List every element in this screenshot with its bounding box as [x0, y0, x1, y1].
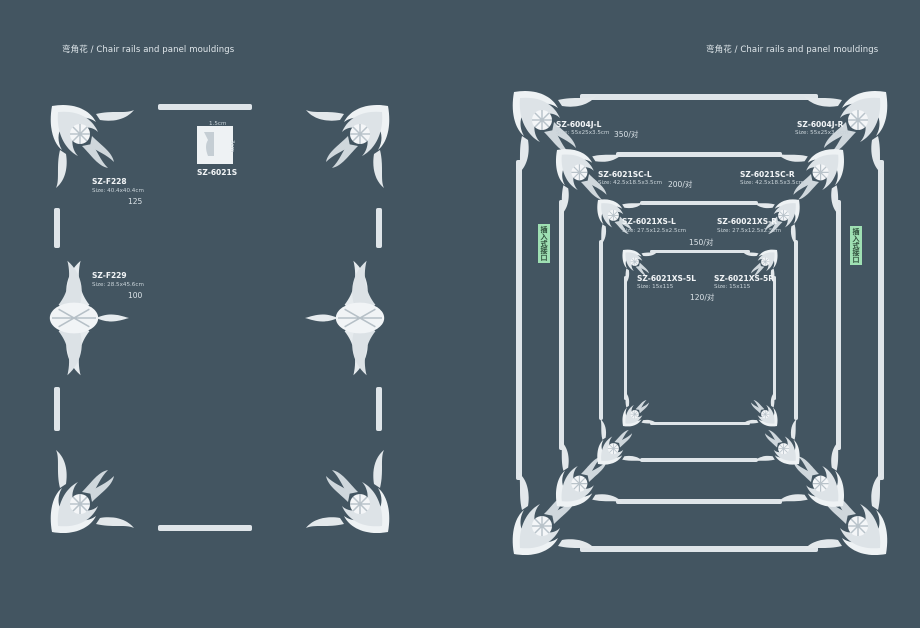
frame-size: Size: 55x25x3.5cm [795, 130, 849, 136]
right-frames [511, 90, 889, 556]
page-header-right: 弯角花 / Chair rails and panel mouldings [706, 45, 879, 55]
page-header-left: 弯角花 / Chair rails and panel mouldings [62, 45, 235, 55]
profile-code: SZ-6021S [197, 168, 238, 177]
left-frame [49, 104, 391, 534]
frame-size: Size: 27.5x12.5x2.5cm [622, 228, 687, 234]
frame-price: 120/对 [690, 293, 715, 302]
insert-tag: 插入式接口 [538, 224, 550, 263]
frame-price: 350/对 [614, 130, 639, 139]
insert-tag: 插入式接口 [850, 226, 862, 265]
item-code: SZ-F228 [92, 177, 127, 186]
frame-size: Size: 15x115 [714, 284, 751, 290]
frame-right-code: SZ-6004J-R [797, 120, 844, 129]
item-price: 125 [128, 197, 143, 206]
frame-left-code: SZ-6004J-L [556, 120, 602, 129]
frame-right-code: SZ-6021SC-R [740, 170, 795, 179]
frame-size: Size: 27.5x12.5x2.5cm [717, 228, 782, 234]
frame-right-code: SZ-6021XS-5R [714, 274, 774, 283]
frame-size: Size: 15x115 [637, 284, 674, 290]
frame-price: 200/对 [668, 180, 693, 189]
item-price: 100 [128, 291, 143, 300]
frame-left-code: SZ-6021XS-L [622, 217, 676, 226]
profile-height: 3cm [229, 140, 235, 153]
item-size: Size: 40.4x40.4cm [92, 188, 144, 194]
frame-size: Size: 42.5x18.5x3.5cm [598, 180, 663, 186]
profile-width: 1.5cm [209, 121, 227, 127]
frame-right-code: SZ-60021XS-R [717, 217, 777, 226]
item-code: SZ-F229 [92, 271, 127, 280]
frame-left-code: SZ-6021SC-L [598, 170, 652, 179]
frame-left-code: SZ-6021XS-5L [637, 274, 696, 283]
frame-price: 150/对 [689, 238, 714, 247]
frame-size: Size: 42.5x18.5x3.5cm [740, 180, 805, 186]
item-size: Size: 28.5x45.6cm [92, 282, 144, 288]
frame-size: Size: 55x25x3.5cm [556, 130, 610, 136]
